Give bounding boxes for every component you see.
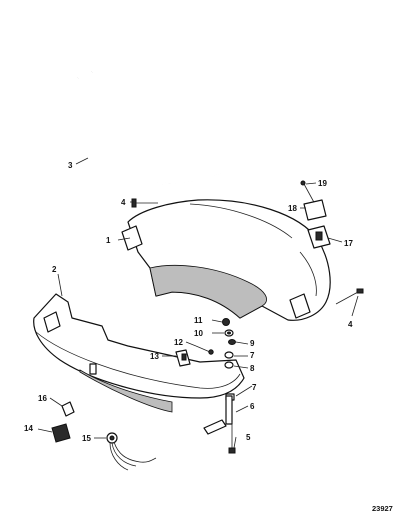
bottom-cowl <box>33 293 245 413</box>
pin-6 <box>203 395 233 435</box>
callout-7-lower: 7 <box>252 383 257 392</box>
screw-4-top <box>131 198 158 208</box>
callout-1: 1 <box>106 236 111 245</box>
washer-10 <box>224 329 234 337</box>
callout-6: 6 <box>250 402 255 411</box>
screw-12 <box>195 345 214 355</box>
bracket-13 <box>175 349 191 367</box>
callout-18: 18 <box>288 204 297 213</box>
callout-3: 3 <box>68 161 73 170</box>
callout-9: 9 <box>250 339 255 348</box>
callout-13: 13 <box>150 352 159 361</box>
nut-11 <box>222 318 230 326</box>
callout-14: 14 <box>24 424 33 433</box>
leader-lines <box>37 157 359 449</box>
seal-ring <box>43 49 294 186</box>
clip-16 <box>61 401 75 417</box>
part-8 <box>224 361 234 369</box>
latch-17 <box>307 225 331 249</box>
callout-4-top: 4 <box>121 198 126 207</box>
callout-19: 19 <box>318 179 327 188</box>
callout-15: 15 <box>82 434 91 443</box>
callout-10: 10 <box>194 329 203 338</box>
callout-7-upper: 7 <box>250 351 255 360</box>
callout-17: 17 <box>344 239 353 248</box>
screw-4-right <box>335 288 364 305</box>
callout-4-right: 4 <box>348 320 353 329</box>
part-7a <box>224 351 234 359</box>
latch-18 <box>303 199 327 221</box>
callout-12: 12 <box>174 338 183 347</box>
top-cowl <box>121 199 331 321</box>
callout-2: 2 <box>52 265 57 274</box>
figure-reference-number: 23927 <box>372 504 393 513</box>
wiring-15 <box>106 432 157 471</box>
callout-11: 11 <box>194 316 203 325</box>
callout-8: 8 <box>250 364 255 373</box>
callout-5: 5 <box>246 433 251 442</box>
screw-5 <box>228 422 236 454</box>
grommet-14 <box>51 423 71 443</box>
callout-16: 16 <box>38 394 47 403</box>
part-9 <box>228 339 236 345</box>
